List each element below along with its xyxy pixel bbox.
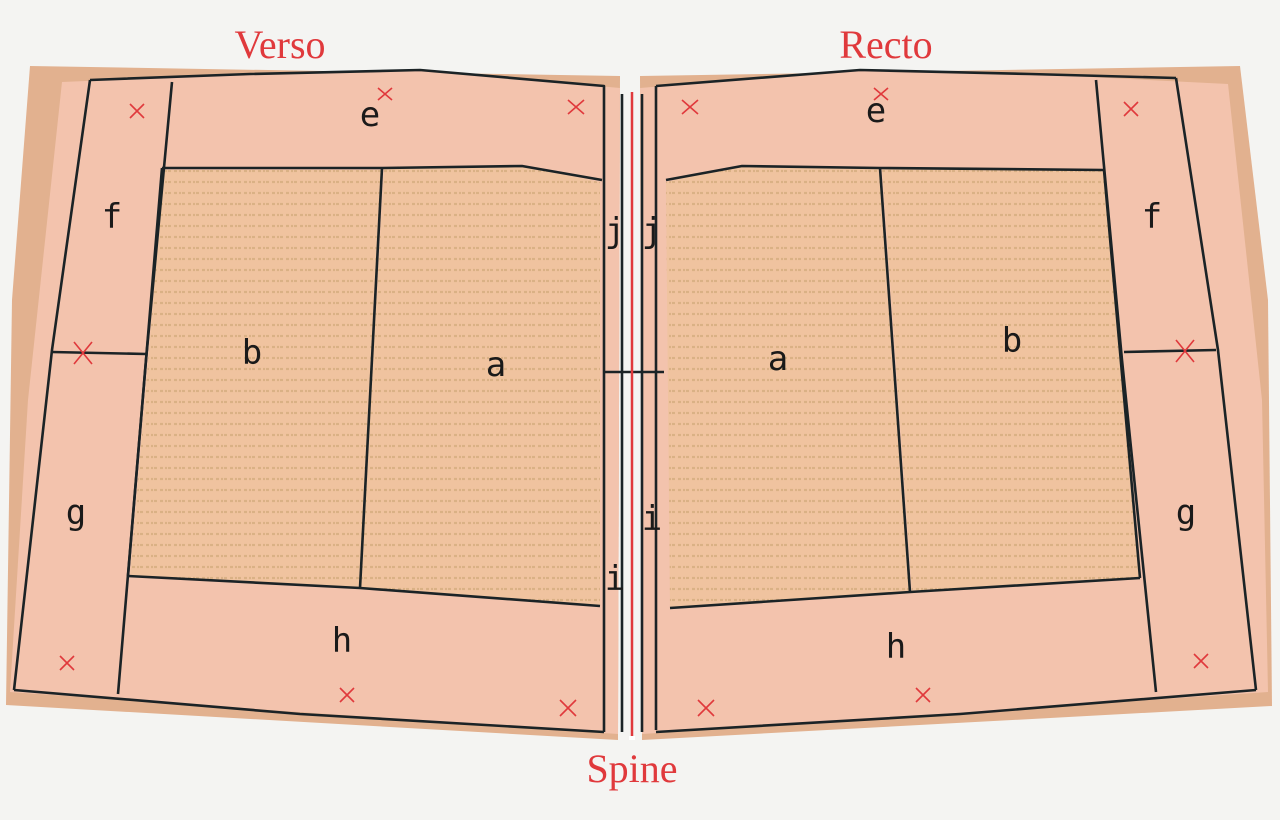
spine-title: Spine [586, 746, 677, 791]
verso-region-j: j [605, 211, 625, 251]
verso-region-h: h [332, 621, 352, 661]
verso-ruling-lines [12, 68, 606, 734]
verso-region-a: a [486, 345, 506, 385]
recto-region-b: b [1002, 321, 1022, 361]
recto-title: Recto [839, 22, 932, 67]
recto-region-f: f [1142, 197, 1162, 237]
recto-region-g: g [1176, 493, 1196, 533]
verso-region-i: i [605, 559, 625, 599]
recto-region-i: i [642, 499, 662, 539]
recto-region-a: a [768, 339, 788, 379]
verso-region-b: b [242, 333, 262, 373]
red-corner-marks [59, 87, 1209, 717]
recto-region-e: e [866, 91, 886, 131]
gutter-lines [604, 94, 664, 732]
recto-region-h: h [886, 627, 906, 667]
verso-region-f: f [102, 197, 122, 237]
recto-text-columns [666, 166, 1140, 608]
verso-region-e: e [360, 95, 380, 135]
recto-ruling-lines [654, 68, 1258, 734]
verso-region-g: g [66, 493, 86, 533]
verso-text-columns [130, 166, 600, 606]
recto-region-j: j [642, 211, 662, 251]
verso-title: Verso [234, 22, 325, 67]
